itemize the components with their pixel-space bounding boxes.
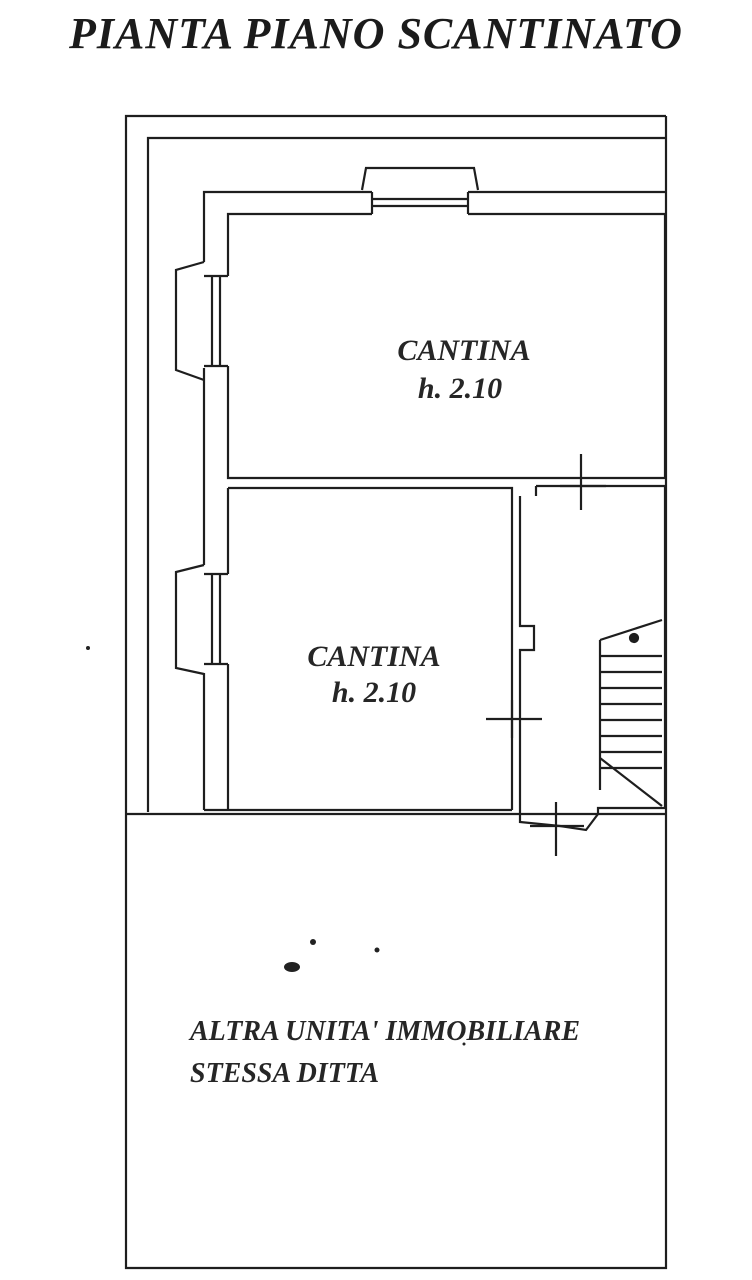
room-2-name: CANTINA: [307, 640, 440, 673]
staircase: [598, 618, 663, 807]
room-2-height: h. 2.10: [332, 676, 416, 709]
other-unit-label-line2: STESSA DITTA: [190, 1058, 379, 1089]
stair-direction-dot: [628, 632, 640, 644]
stair-corridor-walls: [518, 484, 667, 832]
left-window-lower: [174, 563, 228, 676]
scan-specks: [86, 646, 466, 1046]
plan-title: PIANTA PIANO SCANTINATO: [69, 9, 683, 58]
building-wall-outer: [202, 190, 665, 810]
door-tick-bottom: [530, 802, 584, 856]
outer-boundary: [124, 114, 668, 1270]
room-1-height: h. 2.10: [418, 372, 502, 405]
door-tick-top: [560, 454, 606, 510]
left-window-upper: [174, 260, 228, 382]
room-1-name: CANTINA: [397, 334, 530, 367]
door-tick-middle: [486, 700, 542, 738]
outer-wall-inner-line: [146, 136, 665, 812]
top-window: [360, 166, 480, 214]
other-unit-label-line1: ALTRA UNITA' IMMOBILIARE: [188, 1016, 580, 1047]
building-wall-inner: [226, 212, 665, 810]
